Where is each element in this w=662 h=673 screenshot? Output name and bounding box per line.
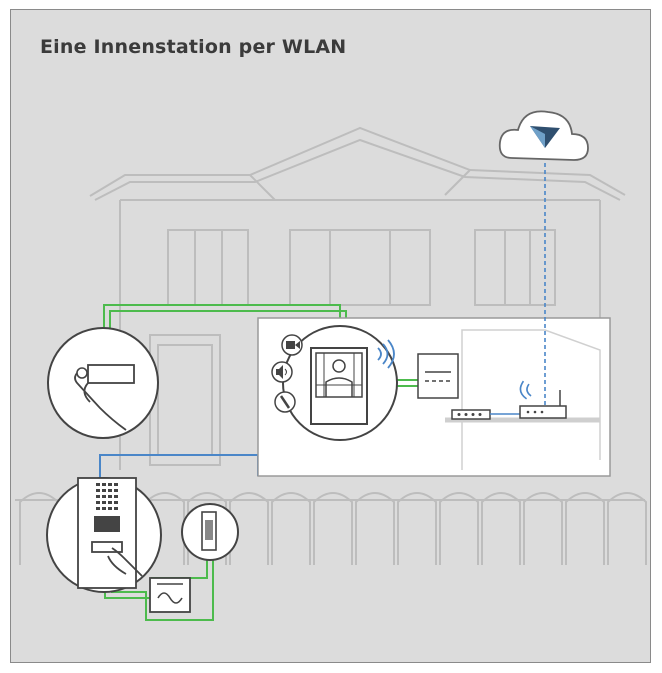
grille-dot [108, 489, 112, 492]
grille-dot [114, 489, 118, 492]
speaker-icon [271, 361, 293, 383]
grille-dot [102, 489, 106, 492]
grille-dot [102, 501, 106, 504]
grille-dot [108, 483, 112, 486]
grille-dot [96, 489, 100, 492]
cloud-icon [498, 110, 589, 161]
door-opener-icon [181, 503, 239, 561]
fence-picket [523, 492, 563, 565]
microphone-icon [274, 391, 296, 413]
grille-dot [114, 483, 118, 486]
doorbell-button-icon [47, 327, 159, 439]
fence-picket [355, 492, 395, 565]
power-supply-icon [149, 577, 191, 613]
house-outline [89, 126, 626, 470]
grille-dot [102, 483, 106, 486]
grille-dot [108, 507, 112, 510]
fence-picket [439, 492, 479, 565]
camera-icon [281, 334, 303, 356]
power-device-box [417, 353, 459, 399]
wifi-icon [377, 339, 395, 369]
diagram-title: Eine Innenstation per WLAN [40, 36, 347, 58]
router-icon [519, 390, 567, 419]
grille-dot [96, 495, 100, 498]
grille-dot [108, 495, 112, 498]
grille-dot [96, 483, 100, 486]
indoor-monitor [282, 325, 398, 441]
grille-dot [96, 507, 100, 510]
fence-picket [481, 492, 521, 565]
speaker-grille [96, 483, 118, 510]
network-switch-icon [451, 409, 491, 420]
fence-picket [229, 492, 269, 565]
grille-dot [102, 495, 106, 498]
grille-dot [96, 501, 100, 504]
fence-picket [271, 492, 311, 565]
fence-picket [313, 492, 353, 565]
grille-dot [114, 495, 118, 498]
grille-dot [114, 501, 118, 504]
fence-picket [565, 492, 605, 565]
grille-dot [114, 507, 118, 510]
fence-picket [187, 492, 227, 565]
grille-dot [102, 507, 106, 510]
fence-picket [607, 492, 647, 565]
outdoor-station [46, 477, 162, 593]
grille-dot [108, 501, 112, 504]
fence-picket [397, 492, 437, 565]
router-wifi-icon [519, 380, 532, 400]
